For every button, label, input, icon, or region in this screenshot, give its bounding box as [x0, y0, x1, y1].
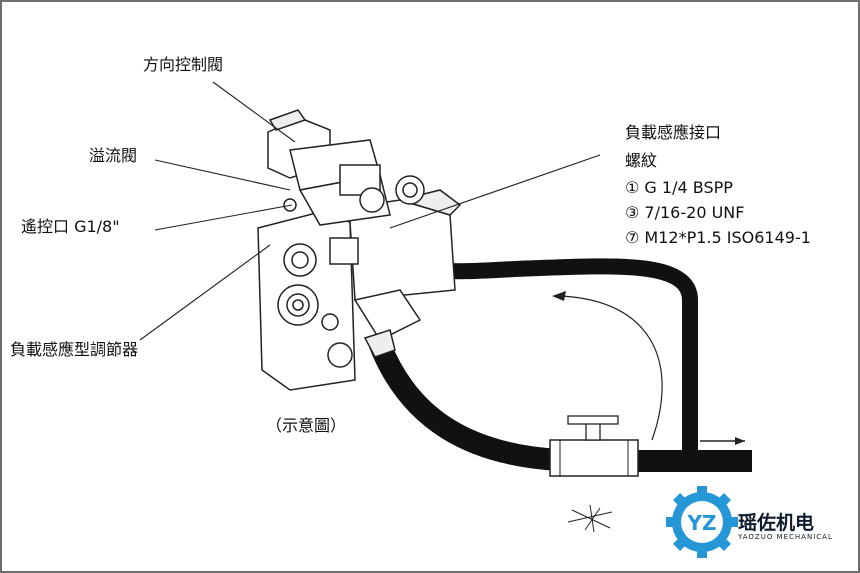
pump-assembly: [257, 175, 462, 391]
thread-option-1: ① G 1/4 BSPP: [625, 178, 733, 197]
flow-arrowhead: [552, 291, 566, 301]
logo-mark: YZ: [687, 511, 717, 535]
label-thread-title: 螺紋: [625, 151, 658, 170]
brand-subtitle: YAOZUO MECHANICAL: [738, 533, 833, 541]
label-directional-valve: 方向控制閥: [143, 55, 224, 74]
caption-schematic: （示意圖）: [266, 416, 347, 435]
thread-option-3: ⑦ M12*P1.5 ISO6149-1: [625, 228, 811, 247]
hose-coupling: [549, 439, 639, 477]
drain-hose: [369, 334, 571, 471]
brand-name: 瑶佐机电: [738, 512, 815, 534]
thread-option-2: ③ 7/16-20 UNF: [625, 203, 745, 222]
directional-valve-block: [267, 109, 391, 226]
label-remote-port: 遙控口 G1/8": [21, 217, 120, 236]
leader-lines: [139, 81, 601, 341]
coupling-stem: [585, 421, 601, 441]
scribble-mark: [567, 504, 613, 533]
gear-logo-icon: YZ: [666, 486, 738, 558]
coupling-handle: [567, 415, 619, 425]
label-load-sensing-port-title: 負載感應接口: [625, 123, 722, 142]
flow-direction-arrow: [559, 295, 663, 441]
label-relief-valve: 溢流閥: [89, 146, 138, 165]
label-load-sensing-regulator: 負載感應型調節器: [10, 340, 139, 359]
